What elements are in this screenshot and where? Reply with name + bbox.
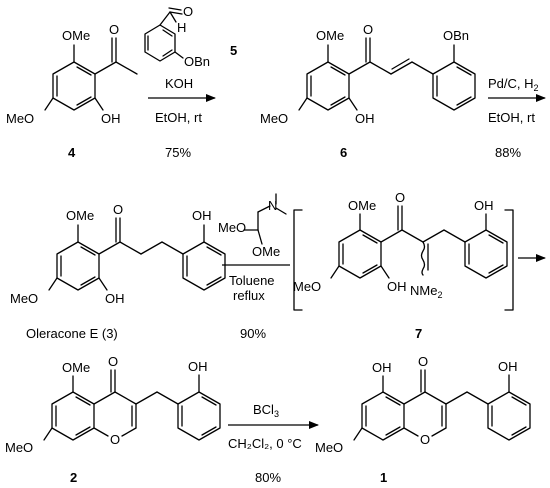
c2-carbonyl-o: O [108, 354, 118, 369]
step-3-yield: 90% [240, 326, 266, 341]
compound-3: OMe O OH OH MeO Oleracone E (3) [10, 202, 226, 341]
step-3-condition: reflux [233, 288, 265, 303]
c1-oh: OH [372, 360, 392, 375]
c3-carbonyl-o: O [113, 202, 123, 217]
c2-meo: MeO [5, 440, 33, 455]
c3-name: Oleracone E (3) [26, 326, 118, 341]
c6-oh: OH [355, 111, 375, 126]
c1-ring-o: O [420, 432, 430, 447]
compound-4: OMe O OH MeO 4 [6, 22, 138, 160]
c1-oh-aryl: OH [498, 359, 518, 374]
step-3-reagent-structure [243, 193, 287, 245]
step-3-solvent: Toluene [229, 273, 275, 288]
c4-ome: OMe [62, 28, 90, 43]
step-2: Pd/C, H2 EtOH, rt 88% [488, 76, 546, 160]
c7-number: 7 [415, 326, 422, 341]
step-1: KOH EtOH, rt 75% [148, 76, 216, 160]
c2-ome: OMe [62, 360, 90, 375]
step-1-reagent: KOH [165, 76, 193, 91]
c6-meo: MeO [260, 111, 288, 126]
c1-number: 1 [380, 470, 387, 485]
c4-oh: OH [101, 111, 121, 126]
c3-ome: OMe [66, 208, 94, 223]
c2-number: 2 [70, 470, 77, 485]
c6-number: 6 [340, 145, 347, 160]
step-3-reagent-n: N [268, 198, 277, 213]
step-2-solvent: EtOH, rt [488, 110, 535, 125]
step-4: BCl3 CH₂Cl₂, 0 °C 80% [228, 402, 319, 485]
step-1-yield: 75% [165, 145, 191, 160]
c5-obn: OBn [184, 54, 210, 69]
c4-meo: MeO [6, 111, 34, 126]
step-2-catalyst: Pd/C, H2 [488, 76, 539, 93]
step-2-yield: 88% [495, 145, 521, 160]
c7-ome: OMe [348, 198, 376, 213]
c7-brackets [293, 209, 514, 311]
c7-meo: MeO [293, 279, 321, 294]
c3-oh: OH [105, 291, 125, 306]
c6-carbonyl-o: O [363, 22, 373, 37]
c6-ome: OMe [316, 28, 344, 43]
c7-oh: OH [387, 279, 407, 294]
c2-oh-aryl: OH [188, 359, 208, 374]
step-4-yield: 80% [255, 470, 281, 485]
step-4-reagent: BCl3 [253, 402, 279, 419]
c7-nme2: NMe2 [410, 283, 442, 300]
c1-meo: MeO [315, 440, 343, 455]
c4-carbonyl-o: O [109, 22, 119, 37]
c3-meo: MeO [10, 291, 38, 306]
compound-1: OH O O OH MeO 1 [315, 354, 531, 485]
compound-2: OMe O O OH MeO 2 [5, 354, 221, 485]
c5-aldehyde-h: H [177, 20, 186, 35]
c3-oh-aryl: OH [192, 208, 212, 223]
c7-carbonyl-o: O [395, 190, 405, 205]
step-1-solvent: EtOH, rt [155, 110, 202, 125]
compound-5: O H OBn 5 [144, 4, 237, 69]
c7-oh-aryl: OH [474, 198, 494, 213]
c4-number: 4 [68, 145, 76, 160]
compound-7: OMe O OH OH MeO NMe2 7 [293, 190, 514, 341]
c2-ring-o: O [110, 432, 120, 447]
step-3-reagent-ome: OMe [252, 244, 280, 259]
c1-carbonyl-o: O [418, 354, 428, 369]
c5-number: 5 [230, 43, 237, 58]
c5-aldehyde-o: O [183, 4, 193, 19]
step-4-solvent: CH₂Cl₂, 0 °C [228, 436, 302, 451]
compound-6: OMe O OBn OH MeO 6 [260, 22, 476, 160]
c6-obn: OBn [443, 28, 469, 43]
step-3: N MeO OMe Toluene reflux 90% [218, 193, 290, 341]
step-3-reagent-meo: MeO [218, 220, 246, 235]
